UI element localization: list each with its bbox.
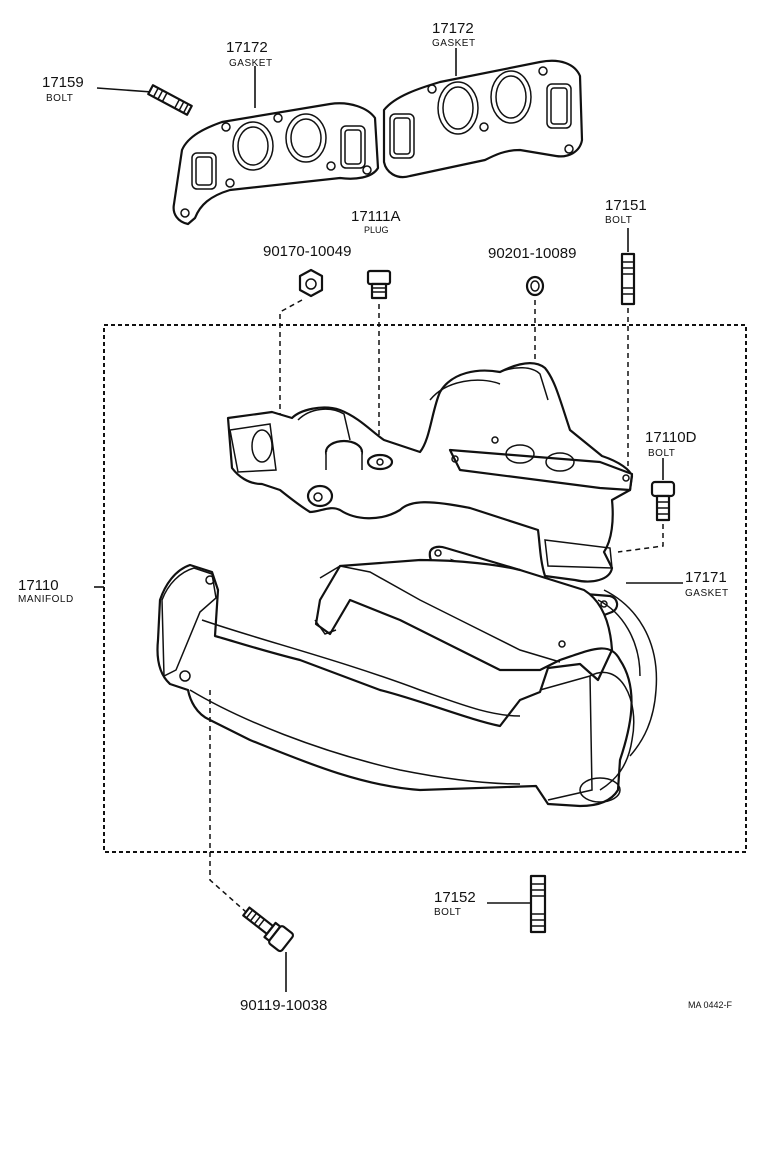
label-17111a-name: PLUG [364,225,389,235]
label-17110-number: 17110 [18,577,59,594]
label-17172-left-name: GASKET [229,58,273,69]
drawing-code: MA 0442-F [688,1000,733,1010]
label-90119-number: 90119-10038 [240,997,327,1014]
exhaust-manifold [156,558,658,808]
exhaust-gasket-right [382,48,584,179]
label-17171-number: 17171 [685,569,727,586]
label-17152-number: 17152 [434,889,476,906]
stud-bolt-17152 [487,874,547,934]
bolt-90119-leader [209,690,247,913]
label-17159-number: 17159 [42,74,84,91]
exhaust-gasket-left [172,66,380,226]
label-17111a-number: 17111A [351,208,401,225]
label-17110d-name: BOLT [648,448,675,459]
plug-17111a [366,269,392,462]
label-17172-left-number: 17172 [226,39,268,56]
label-17152-name: BOLT [434,907,461,918]
bolt-90119 [242,906,294,953]
manifold-assembly-boundary [103,324,747,853]
label-17172-right-name: GASKET [432,38,476,49]
bolt-17110d [617,458,676,553]
label-17171-name: GASKET [685,588,729,599]
stud-bolt-17151 [620,228,636,470]
label-90201-number: 90201-10089 [488,245,576,262]
label-90170-number: 90170-10049 [263,243,351,260]
label-17110-name: MANIFOLD [18,594,74,605]
label-17172-right-number: 17172 [432,20,474,37]
label-17110d-number: 17110D [645,429,697,446]
washer-90201 [525,275,545,362]
nut-90170 [279,268,324,460]
label-17151-name: BOLT [605,215,632,226]
intake-manifold [226,362,634,583]
stud-bolt-17159 [96,84,193,116]
label-17151-number: 17151 [605,197,647,214]
label-17159-name: BOLT [46,93,73,104]
